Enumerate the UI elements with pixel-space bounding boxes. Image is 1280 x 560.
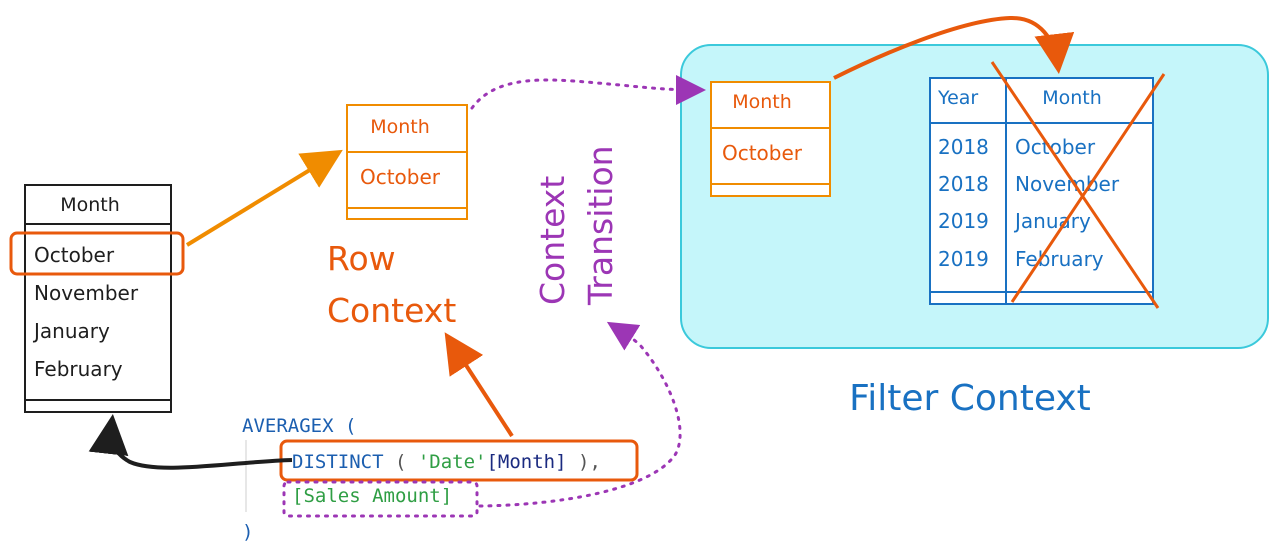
- context-transition-line2: Transition: [581, 145, 620, 306]
- big-table-year-1: 2018: [938, 135, 989, 159]
- big-table-header-year: Year: [937, 87, 978, 109]
- arrow-icon: [88, 414, 293, 470]
- dotted-arrow-icon: [478, 321, 682, 508]
- code-distinct-column: [Month]: [486, 451, 566, 473]
- source-row-february: February: [34, 357, 123, 381]
- arrow-icon: [185, 149, 343, 247]
- big-table-year-2: 2018: [938, 172, 989, 196]
- code-distinct-func: DISTINCT: [292, 451, 384, 473]
- source-table-header: Month: [60, 194, 120, 216]
- row-context-value: October: [360, 165, 441, 189]
- row-context-label-line2: Context: [327, 291, 456, 330]
- row-context-table: Month October: [346, 104, 468, 220]
- code-distinct-open: (: [384, 451, 418, 473]
- filter-small-table: Month October: [710, 81, 831, 197]
- big-table-month-3: January: [1013, 209, 1091, 233]
- big-table-year-4: 2019: [938, 247, 989, 271]
- highlight-sales-amount-box: [282, 480, 479, 518]
- filter-context-label: Filter Context: [849, 378, 1091, 419]
- source-table: Month October November January February: [9, 184, 185, 413]
- arrow-icon: [833, 15, 1075, 80]
- code-line-distinct: DISTINCT ( 'Date'[Month] ),: [292, 451, 601, 473]
- source-row-october: October: [34, 243, 115, 267]
- filter-small-header: Month: [732, 91, 792, 113]
- filter-small-value: October: [722, 141, 803, 165]
- code-line-averagex: AVERAGEX (: [242, 415, 356, 437]
- arrow-icon: [444, 332, 514, 438]
- code-distinct-close: ),: [567, 451, 601, 473]
- filter-big-table: Year Month 2018 October 2018 November 20…: [929, 77, 1154, 305]
- big-table-header-month: Month: [1042, 87, 1102, 109]
- code-line-close: ): [242, 521, 253, 543]
- big-table-month-4: February: [1015, 247, 1104, 271]
- source-row-january: January: [32, 319, 110, 343]
- cross-icon: [990, 61, 1166, 309]
- row-context-label-line1: Row: [327, 239, 396, 278]
- big-table-year-3: 2019: [938, 209, 989, 233]
- dotted-arrow-icon: [470, 74, 706, 110]
- context-transition-line1: Context: [533, 176, 572, 305]
- row-context-header: Month: [370, 116, 430, 138]
- source-row-november: November: [34, 281, 139, 305]
- highlight-october-box: [9, 231, 185, 276]
- code-line-sales-amount: [Sales Amount]: [292, 485, 452, 507]
- code-distinct-table: 'Date': [418, 451, 487, 473]
